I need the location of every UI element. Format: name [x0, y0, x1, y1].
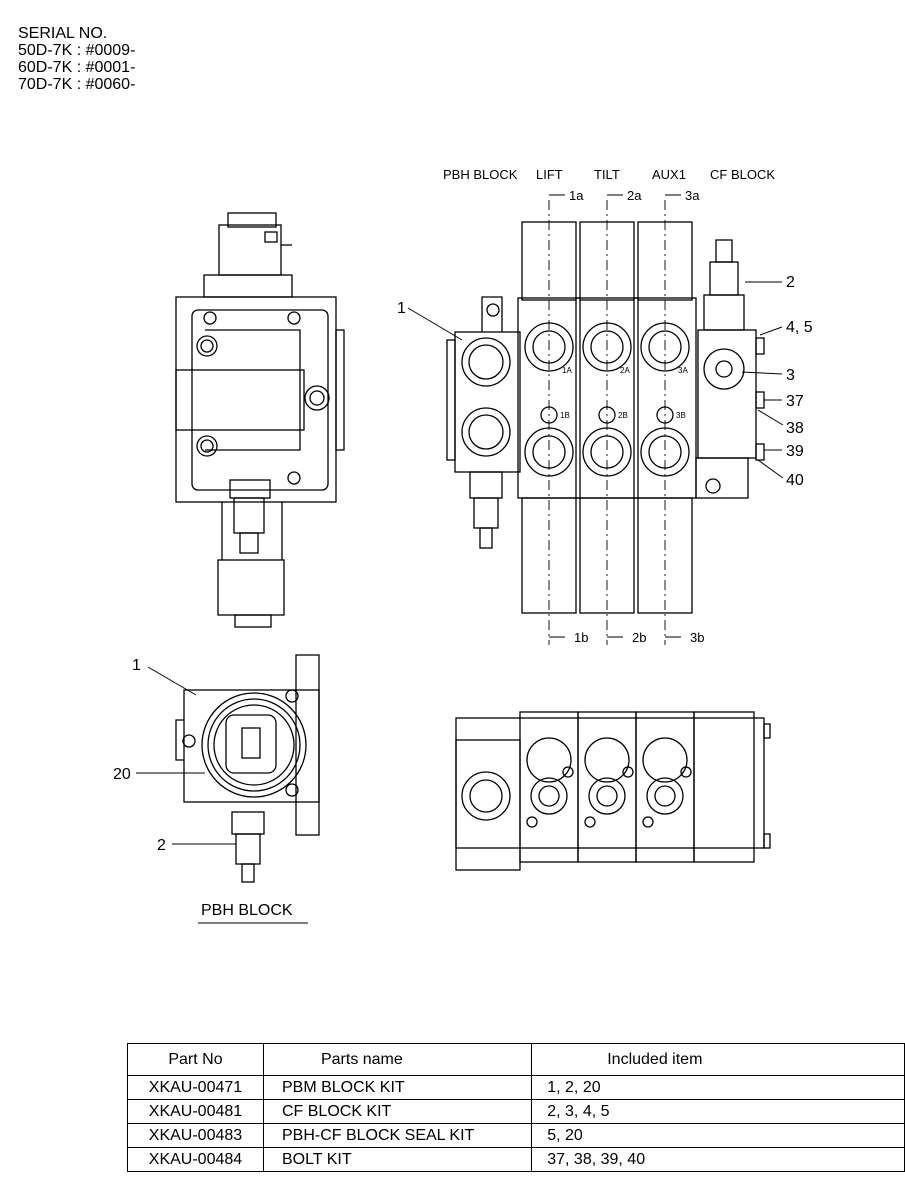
table-header-row: Part No Parts name Included item: [127, 1043, 905, 1076]
section-2a: 2a: [627, 188, 642, 203]
pbh-callout-2: 2: [157, 837, 166, 854]
section-3b: 3b: [690, 630, 704, 645]
cell-parts-name: PBH-CF BLOCK SEAL KIT: [262, 1123, 533, 1148]
side-bottom-actuator: [217, 559, 285, 616]
callout-4-5: 4, 5: [786, 319, 813, 336]
parts-kit-table: Part No Parts name Included item XKAU-00…: [127, 1043, 905, 1172]
callout-2: 2: [786, 274, 795, 291]
port-3b: 3B: [676, 411, 686, 420]
side-nut: [229, 479, 271, 499]
side-view: [175, 212, 345, 628]
section-1a: 1a: [569, 188, 584, 203]
callout-39: 39: [786, 443, 804, 460]
callout-37: 37: [786, 393, 804, 410]
label-pbh-block: PBH BLOCK: [443, 167, 518, 182]
header-parts-name: Parts name: [262, 1043, 533, 1076]
cell-parts-name: CF BLOCK KIT: [262, 1099, 533, 1124]
callout-38: 38: [786, 420, 804, 437]
serial-line: 50D-7K : #0009-: [18, 42, 136, 59]
label-cf-block: CF BLOCK: [710, 167, 775, 182]
label-tilt: TILT: [594, 167, 620, 182]
port-2b: 2B: [618, 411, 628, 420]
port-1b: 1B: [560, 411, 570, 420]
cell-part-no: XKAU-00484: [127, 1147, 264, 1172]
port-1a: 1A: [562, 366, 572, 375]
serial-title: SERIAL NO.: [18, 25, 108, 42]
label-lift: LIFT: [536, 167, 563, 182]
cell-included-item: 5, 20: [531, 1123, 905, 1148]
pbh-callout-1: 1: [132, 657, 141, 674]
cell-included-item: 2, 3, 4, 5: [531, 1099, 905, 1124]
header-included-item: Included item: [531, 1043, 905, 1076]
side-main-body: [175, 296, 337, 503]
cell-part-no: XKAU-00471: [127, 1075, 264, 1100]
serial-line: 60D-7K : #0001-: [18, 59, 136, 76]
label-aux1: AUX1: [652, 167, 686, 182]
callout-1: 1: [397, 300, 406, 317]
cell-parts-name: PBM BLOCK KIT: [262, 1075, 533, 1100]
bottom-view: [455, 711, 771, 871]
cell-part-no: XKAU-00481: [127, 1099, 264, 1124]
front-view: [407, 194, 784, 645]
table-row: XKAU-00471 PBM BLOCK KIT 1, 2, 20: [127, 1075, 905, 1100]
cell-parts-name: BOLT KIT: [262, 1147, 533, 1172]
table-row: XKAU-00483 PBH-CF BLOCK SEAL KIT 5, 20: [127, 1123, 905, 1148]
valve-section-lift: [517, 221, 581, 614]
callout-40: 40: [786, 472, 804, 489]
table-row: XKAU-00481 CF BLOCK KIT 2, 3, 4, 5: [127, 1099, 905, 1124]
section-1b: 1b: [574, 630, 588, 645]
serial-line: 70D-7K : #0060-: [18, 76, 136, 93]
pbh-block-body: [454, 331, 521, 473]
cell-part-no: XKAU-00483: [127, 1123, 264, 1148]
pbh-block-view: [136, 654, 320, 924]
callout-3: 3: [786, 367, 795, 384]
pbh-callout-20: 20: [113, 766, 131, 783]
header-part-no: Part No: [127, 1043, 264, 1076]
serial-number-block: SERIAL NO. 50D-7K : #0009- 60D-7K : #000…: [18, 25, 135, 93]
cell-included-item: 1, 2, 20: [531, 1075, 905, 1100]
port-3a: 3A: [678, 366, 688, 375]
section-2b: 2b: [632, 630, 646, 645]
port-2a: 2A: [620, 366, 630, 375]
section-3a: 3a: [685, 188, 700, 203]
pbh-caption: PBH BLOCK: [201, 902, 293, 919]
cell-included-item: 37, 38, 39, 40: [531, 1147, 905, 1172]
table-row: XKAU-00484 BOLT KIT 37, 38, 39, 40: [127, 1147, 905, 1172]
